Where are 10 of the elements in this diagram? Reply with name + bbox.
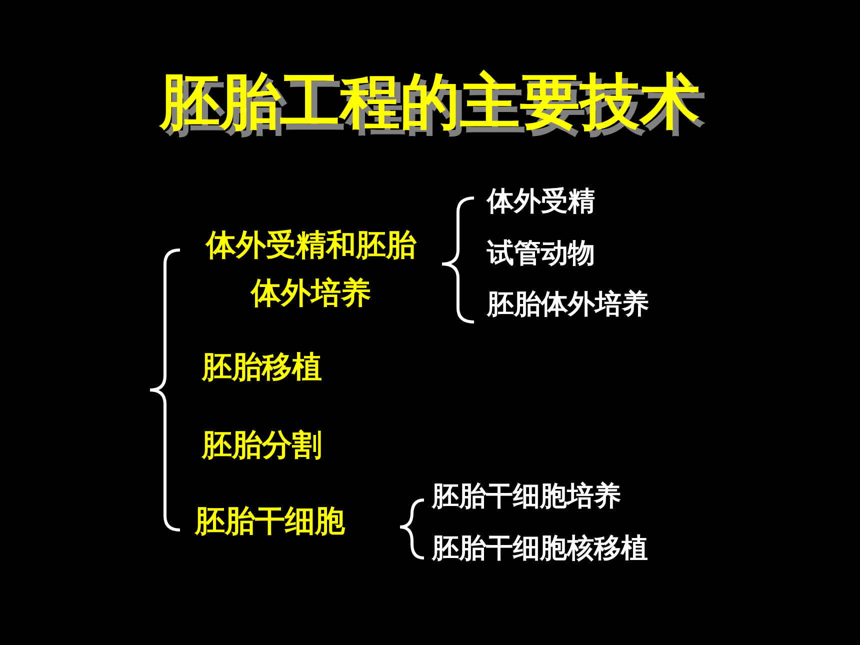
sub-technique-label: 胚胎体外培养 [487,288,649,322]
sub-technique-label: 体外受精 [487,185,595,219]
technique-label: 胚胎移植 [202,349,322,387]
technique-label: 胚胎干细胞 [195,503,345,541]
sub-technique-label: 试管动物 [487,237,595,271]
sub-technique-label: 胚胎干细胞核移植 [432,532,648,566]
technique-label: 体外受精和胚胎体外培养 [204,227,418,313]
sub-technique-label: 胚胎干细胞培养 [432,480,621,514]
title: 胚胎工程的主要技术 [158,66,701,139]
technique-label: 胚胎分割 [202,427,322,465]
